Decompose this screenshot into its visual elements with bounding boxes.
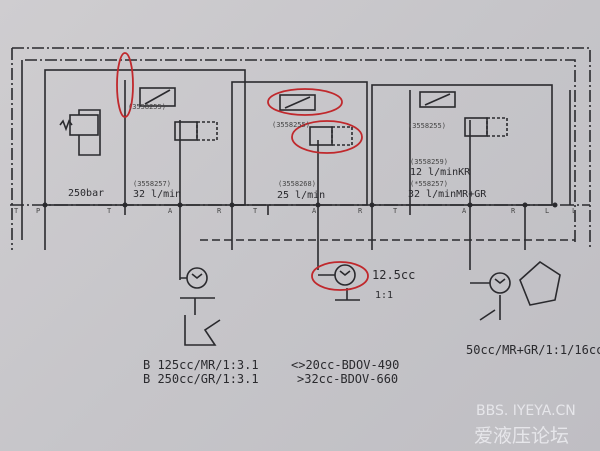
motor-right	[470, 272, 511, 294]
actuator-left	[180, 297, 221, 346]
part-number: (3558255)	[408, 122, 446, 130]
note-right: <>20cc-BDOV-490	[291, 358, 400, 372]
port-label: T	[393, 207, 398, 215]
check-valves	[42, 202, 558, 208]
port-label: R	[217, 207, 222, 215]
relief-valve	[69, 114, 99, 136]
port-label: L	[572, 207, 577, 215]
note-left: B 125cc/MR/1:3.1	[143, 358, 259, 372]
valve-right	[419, 91, 456, 108]
motor-displacement: 12.5cc	[372, 268, 416, 282]
outer-frame	[11, 47, 591, 250]
motor-left	[180, 267, 208, 289]
motor-middle	[318, 264, 360, 301]
part-number: (3558268)	[278, 180, 316, 188]
section-left	[44, 69, 246, 206]
flow-label: 25 l/min	[277, 190, 326, 201]
port-label: T	[107, 207, 112, 215]
section-middle	[231, 81, 368, 206]
port-label: T	[14, 207, 19, 215]
note-left: B 250cc/GR/1:3.1	[143, 372, 259, 386]
port-label: T	[253, 207, 258, 215]
section-right	[371, 84, 553, 206]
note-right: >32cc-BDOV-660	[297, 372, 399, 386]
part-number: (3558255)	[128, 103, 166, 111]
motor-right-spec: 50cc/MR+GR/1:1/16cc	[466, 343, 600, 357]
part-number: (3558257)	[133, 180, 171, 188]
port-label: A	[168, 207, 173, 215]
flow-label: 32 l/min	[133, 189, 182, 200]
valve-left	[139, 87, 176, 107]
port-label: R	[358, 207, 363, 215]
valve-middle	[279, 94, 316, 111]
flow-label: 12 l/minKR	[410, 167, 471, 178]
port-label: R	[511, 207, 516, 215]
port-label: A	[312, 207, 317, 215]
part-number: (3558259)	[410, 158, 448, 166]
pressure-label: 250bar	[68, 188, 105, 199]
flow-label: 32 l/minMR+GR	[408, 189, 487, 200]
watermark-url: BBS. IYEYA.CN	[476, 403, 576, 419]
port-label: A	[462, 207, 467, 215]
part-number: (3558255)	[272, 121, 310, 129]
pilot-line	[25, 59, 576, 245]
motor-ratio: 1:1	[375, 290, 394, 301]
actuator-right	[479, 260, 561, 321]
part-number: (*558257)	[410, 180, 448, 188]
port-label: L	[545, 207, 550, 215]
watermark-text: 爱液压论坛	[474, 425, 570, 447]
red-highlights	[116, 52, 369, 291]
port-label: P	[36, 207, 41, 215]
